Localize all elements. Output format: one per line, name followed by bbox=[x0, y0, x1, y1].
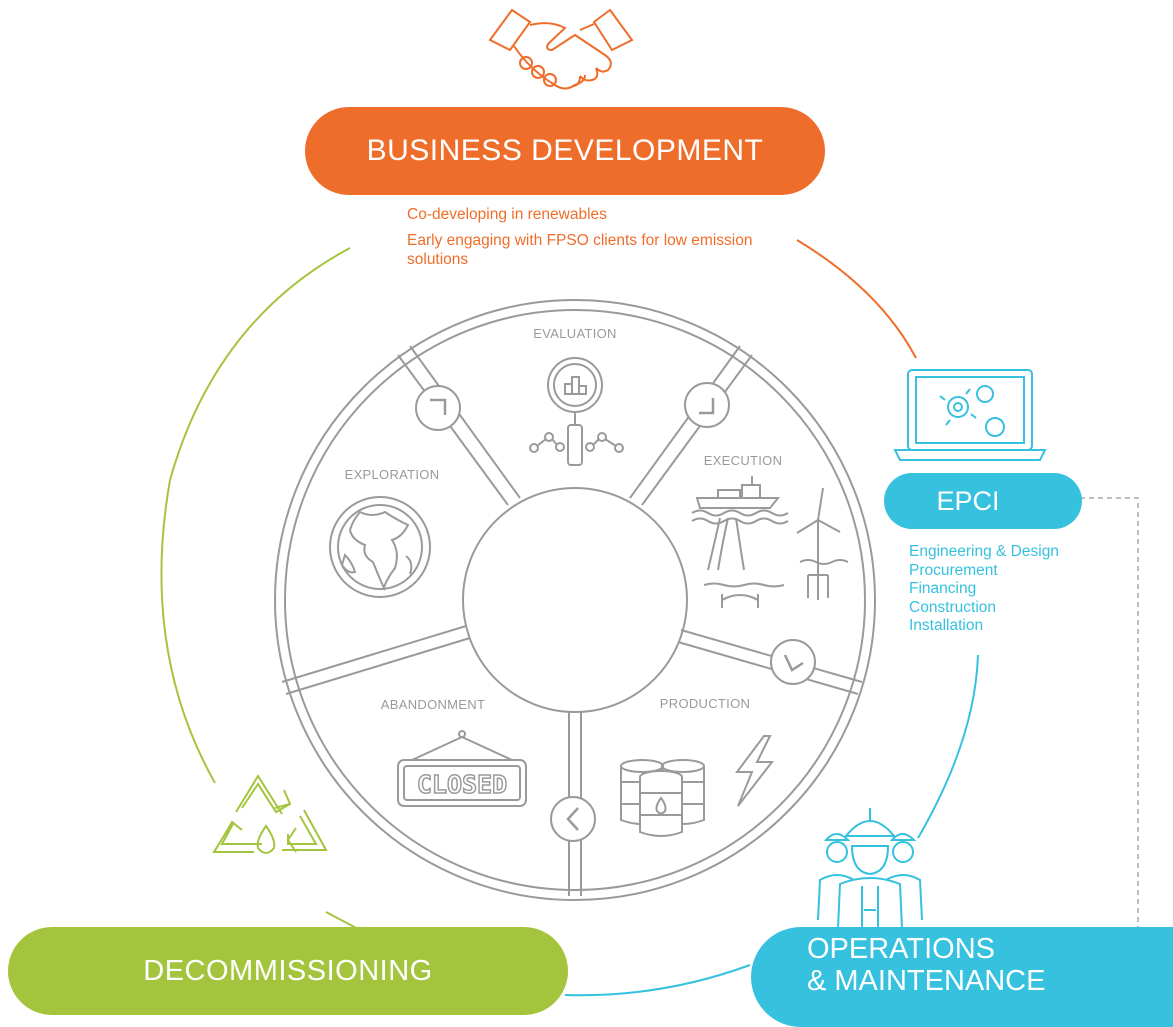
closed-sign-text: CLOSED bbox=[417, 770, 507, 799]
chevron-node-abandonment bbox=[550, 796, 596, 842]
business-development-title: BUSINESS DEVELOPMENT bbox=[366, 134, 764, 167]
chevron-node-execution bbox=[684, 382, 730, 428]
chevron-node-evaluation bbox=[415, 385, 461, 431]
handshake-icon bbox=[488, 8, 634, 90]
offshore-wind-icon bbox=[691, 476, 849, 608]
closed-sign-icon bbox=[397, 730, 527, 807]
operations-title-line1: OPERATIONS bbox=[807, 933, 995, 965]
epci-notes: Engineering & Design Procurement Financi… bbox=[909, 543, 1059, 636]
decommissioning-pill: DECOMMISSIONING bbox=[8, 927, 568, 1015]
note-item: Installation bbox=[909, 617, 984, 634]
chevron-down-left-icon bbox=[783, 654, 804, 672]
note-item: Procurement bbox=[909, 561, 998, 579]
workers-icon bbox=[817, 808, 923, 929]
decommissioning-title: DECOMMISSIONING bbox=[143, 954, 433, 987]
chevron-node-production bbox=[770, 639, 816, 685]
operations-maintenance-pill: OPERATIONS & MAINTENANCE bbox=[751, 927, 1173, 1027]
arc-om-to-decom bbox=[564, 964, 751, 997]
epci-pill: EPCI bbox=[884, 473, 1082, 529]
arc-epci-to-om bbox=[917, 654, 979, 839]
arc-decom-to-business bbox=[160, 247, 351, 784]
note-item: Financing bbox=[909, 580, 977, 597]
label-production: PRODUCTION bbox=[660, 696, 750, 711]
note-item: Co-developing in renewables bbox=[407, 206, 607, 223]
lightning-icon bbox=[735, 735, 775, 807]
label-exploration: EXPLORATION bbox=[345, 467, 440, 482]
globe-icon bbox=[329, 496, 431, 598]
magnifier-chart-icon bbox=[529, 357, 624, 466]
chevron-down-icon bbox=[699, 398, 715, 415]
note-item: Engineering & Design bbox=[909, 543, 1059, 560]
business-development-notes: Co-developing in renewables Early engagi… bbox=[407, 205, 767, 276]
oil-barrels-icon bbox=[620, 759, 705, 837]
operations-title-line2: & MAINTENANCE bbox=[807, 965, 1046, 997]
epci-title: EPCI bbox=[936, 485, 1000, 516]
label-abandonment: ABANDONMENT bbox=[381, 697, 485, 712]
label-execution: EXECUTION bbox=[704, 453, 783, 468]
lifecycle-wheel bbox=[274, 299, 876, 901]
note-item: Early engaging with FPSO clients for low… bbox=[407, 232, 753, 268]
chevron-left-icon bbox=[566, 807, 579, 831]
note-item: Construction bbox=[909, 598, 997, 616]
laptop-gears-icon bbox=[893, 369, 1047, 461]
recycle-drop-icon bbox=[212, 774, 328, 854]
business-development-pill: BUSINESS DEVELOPMENT bbox=[305, 107, 825, 195]
arc-business-to-epci bbox=[796, 239, 917, 359]
chevron-right-icon bbox=[430, 398, 447, 415]
label-evaluation: EVALUATION bbox=[533, 326, 616, 341]
